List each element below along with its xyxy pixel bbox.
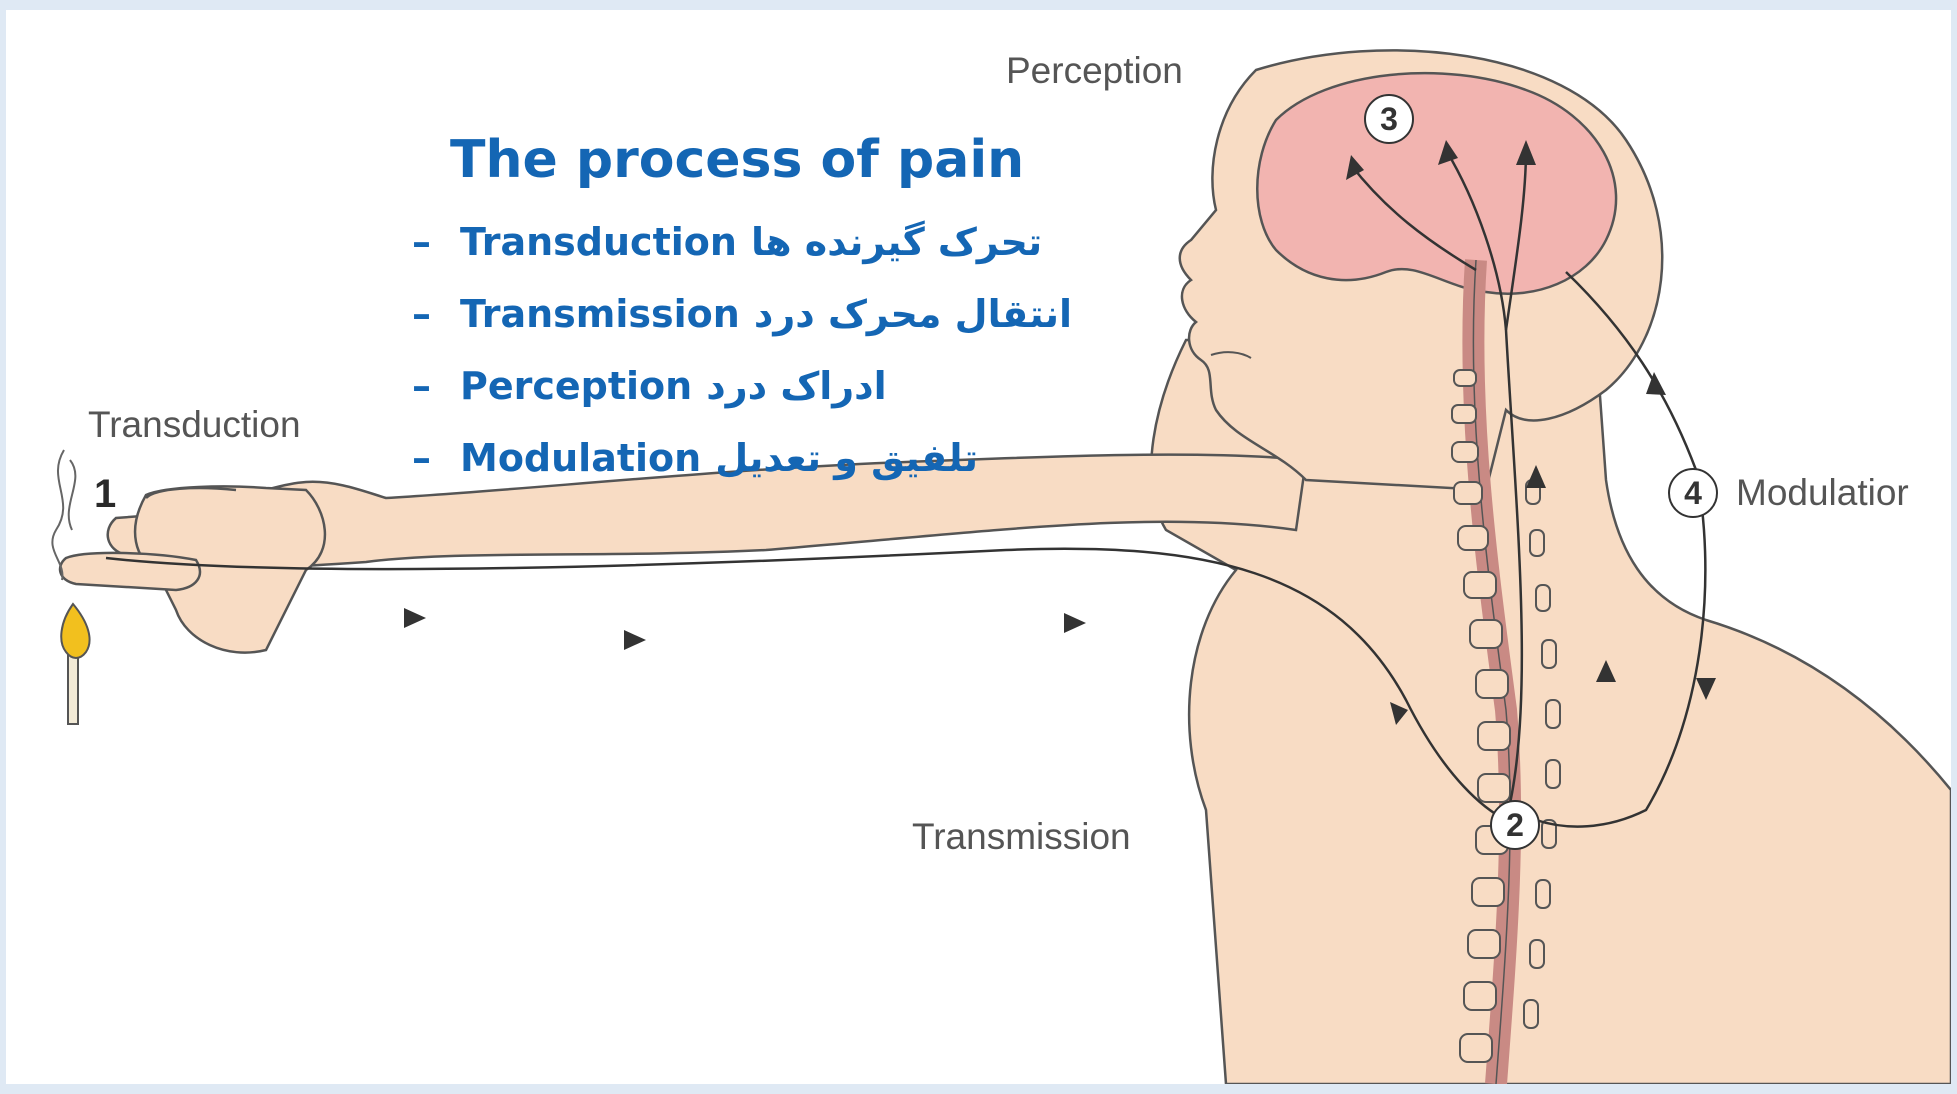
perception-label: Perception bbox=[1006, 50, 1183, 92]
step-number-4: 4 bbox=[1668, 468, 1718, 518]
step-number-1: 1 bbox=[94, 472, 116, 517]
step-persian: انتقال محرک درد bbox=[754, 292, 1072, 336]
transduction-label: Transduction bbox=[88, 404, 301, 446]
list-item: –Perception ادراک درد bbox=[412, 364, 1072, 436]
match-flame bbox=[61, 604, 89, 658]
list-item: –Transmission انتقال محرک درد bbox=[412, 292, 1072, 364]
bullet-marker: – bbox=[412, 220, 460, 264]
step-persian: ادراک درد bbox=[706, 364, 886, 408]
step-english: Perception bbox=[460, 364, 692, 408]
step-number-2: 2 bbox=[1490, 800, 1540, 850]
modulation-label: Modulatior bbox=[1736, 472, 1909, 514]
step-persian: تحرک گیرنده ها bbox=[751, 220, 1042, 264]
step-english: Transmission bbox=[460, 292, 740, 336]
step-number-3: 3 bbox=[1364, 94, 1414, 144]
step-persian: تلفیق و تعدیل bbox=[715, 436, 978, 480]
finger-lower bbox=[60, 553, 200, 590]
list-item: –Transduction تحرک گیرنده ها bbox=[412, 220, 1072, 292]
step-english: Modulation bbox=[460, 436, 701, 480]
step-english: Transduction bbox=[460, 220, 737, 264]
list-item: –Modulation تلفیق و تعدیل bbox=[412, 436, 1072, 508]
transmission-label: Transmission bbox=[912, 816, 1131, 858]
slide-title: The process of pain bbox=[450, 130, 1024, 190]
bullet-marker: – bbox=[412, 364, 460, 408]
bullet-marker: – bbox=[412, 436, 460, 480]
bullet-marker: – bbox=[412, 292, 460, 336]
